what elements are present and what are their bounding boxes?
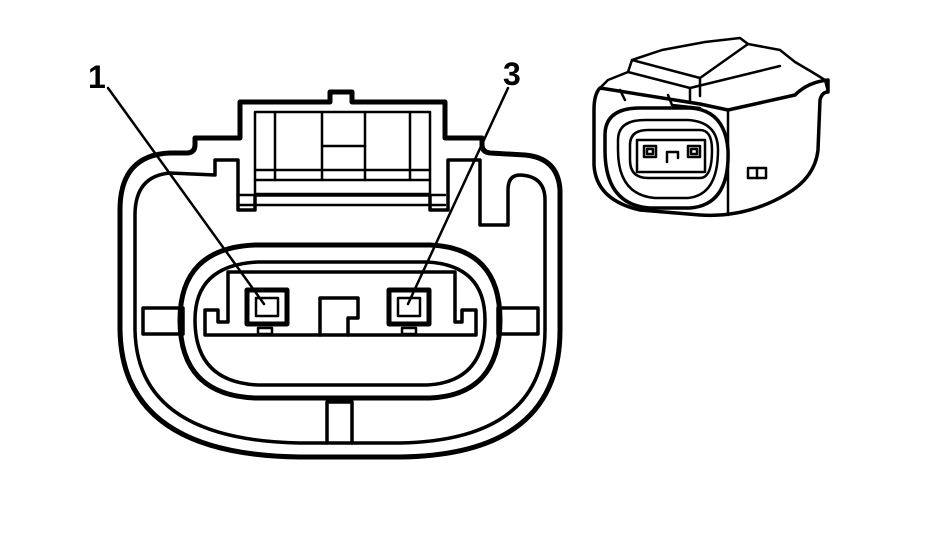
- terminal-1: [244, 287, 290, 336]
- terminal-cavity-inner: [193, 260, 487, 387]
- thumbnail-body: [592, 78, 830, 218]
- latch: [238, 110, 447, 207]
- center-key: [318, 296, 360, 337]
- connector-face-view: [117, 89, 563, 460]
- thumbnail-face: [603, 106, 730, 210]
- left-guide-pin: [141, 306, 185, 336]
- callout-3-leader: [406, 86, 510, 306]
- callout-1-leader: [106, 86, 266, 306]
- terminal-3: [386, 287, 432, 336]
- callout-3: 3: [406, 56, 521, 306]
- connector-housing-outer: [117, 89, 563, 460]
- connector-isometric-view: [592, 36, 830, 218]
- terminal-cavity-outer: [177, 242, 503, 401]
- terminal-insert: [203, 270, 478, 337]
- connector-housing-inner: [133, 158, 547, 445]
- callout-3-label: 3: [503, 56, 521, 92]
- callout-1: 1: [88, 59, 266, 306]
- callout-1-label: 1: [88, 59, 106, 95]
- right-guide-pin: [496, 306, 540, 336]
- bottom-key: [325, 400, 354, 445]
